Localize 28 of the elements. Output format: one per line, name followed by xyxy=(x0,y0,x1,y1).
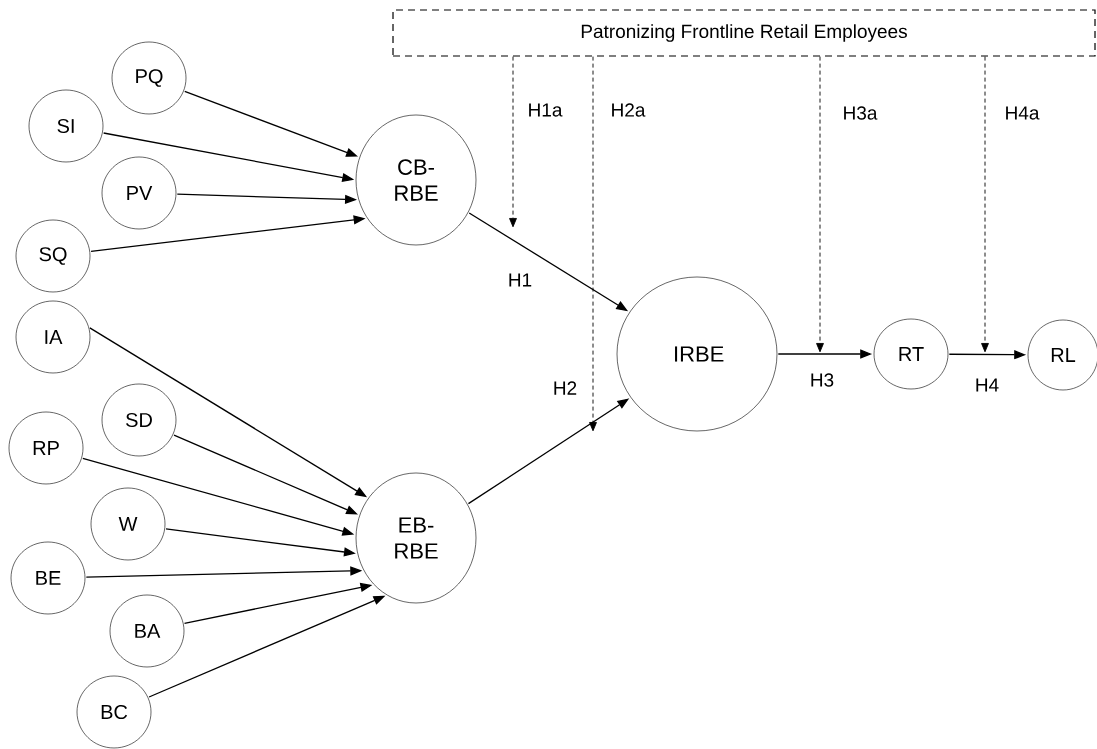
circle-node: SI xyxy=(28,89,104,163)
circle-node: RT xyxy=(873,318,949,390)
circle-node: PQ xyxy=(111,41,187,115)
arrow xyxy=(509,56,517,228)
circle-node: EB- RBE xyxy=(355,472,477,604)
circle-node: BE xyxy=(10,541,86,615)
edge-label: H4 xyxy=(973,377,1001,393)
circle-node: PV xyxy=(101,156,177,230)
circle-node: IRBE xyxy=(616,276,778,432)
edge-label: H2a xyxy=(609,102,647,118)
edge-label: H3 xyxy=(808,372,836,388)
dashed-box: Patronizing Frontline Retail Employees xyxy=(392,9,1096,57)
arrow xyxy=(981,56,989,353)
circle-node: SD xyxy=(101,383,177,457)
edge-label: H3a xyxy=(841,105,879,121)
edge-label: H1 xyxy=(506,272,534,288)
circle-node: SQ xyxy=(15,219,91,293)
circle-node: CB- RBE xyxy=(355,114,477,246)
circle-node: BC xyxy=(76,675,152,749)
circle-node: RP xyxy=(8,411,84,485)
arrow xyxy=(589,56,597,432)
arrow xyxy=(816,56,824,353)
edge-label: H4a xyxy=(1003,105,1041,121)
edge-label: H2 xyxy=(551,380,579,396)
edge-label: H1a xyxy=(526,102,564,118)
circle-node: W xyxy=(90,487,166,561)
circle-node: BA xyxy=(109,594,185,668)
circle-node: IA xyxy=(15,300,91,374)
